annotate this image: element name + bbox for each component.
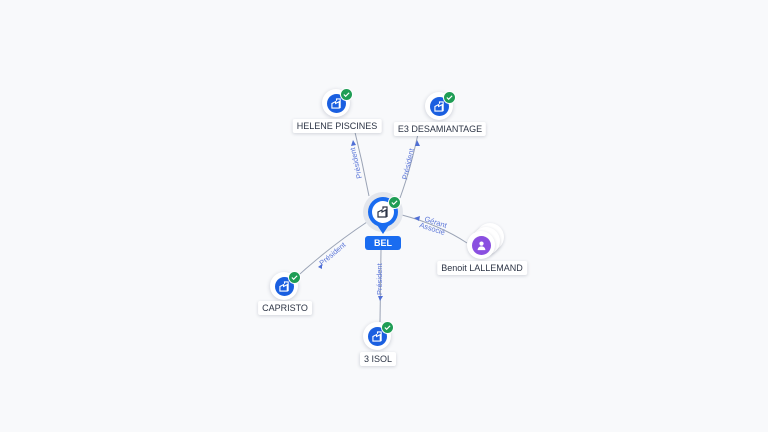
node-label-benoit-lallemand: Benoit LALLEMAND — [437, 261, 527, 275]
edge-label-capristo: Président — [318, 240, 349, 268]
edge-capristo-arrow — [318, 264, 322, 269]
edge-helene-arrow — [351, 140, 356, 146]
person-icon — [471, 235, 491, 255]
node-label-helene-piscines: HELENE PISCINES — [292, 119, 382, 133]
edge-isol — [379, 249, 382, 323]
node-label-3-isol: 3 ISOL — [359, 352, 397, 366]
verified-check-icon — [381, 321, 394, 334]
edge-benoit-arrow — [414, 216, 420, 221]
edge-label-e3: Président — [400, 147, 416, 181]
edge-benoit — [401, 214, 468, 244]
node-label-e3-desamiantage: E3 DESAMIANTAGE — [393, 122, 487, 136]
verified-check-icon — [340, 88, 353, 101]
verified-check-icon — [388, 196, 401, 209]
company-node-circle[interactable] — [322, 89, 350, 117]
verified-check-icon — [288, 271, 301, 284]
center-node-label: BEL — [365, 236, 401, 250]
edge-label-isol: Président — [375, 262, 384, 295]
verified-check-icon — [443, 91, 456, 104]
edge-label-helene: Président — [348, 146, 364, 180]
edge-e3-arrow — [415, 140, 420, 146]
center-pin-tip — [377, 225, 389, 234]
person-node-circle[interactable] — [467, 231, 495, 259]
edge-isol-arrow — [378, 296, 383, 301]
node-label-capristo: CAPRISTO — [258, 301, 312, 315]
